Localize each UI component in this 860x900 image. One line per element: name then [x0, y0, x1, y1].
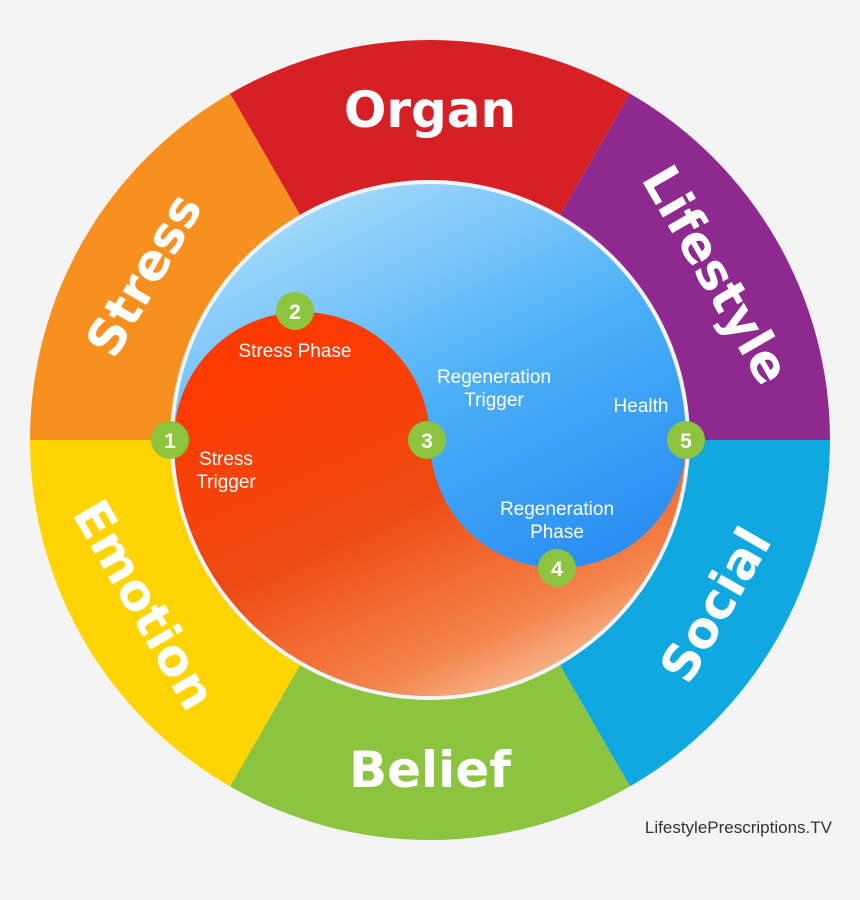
ring-segment-belief: [230, 665, 630, 840]
step-marker-3: [408, 421, 446, 459]
ring-segment-social: [560, 440, 830, 787]
phase-5: 5 Health: [614, 396, 705, 459]
ring-segment-emotion: [30, 440, 300, 787]
regeneration-trigger-label-line1: Regeneration: [437, 367, 551, 388]
step-number-1: 1: [164, 430, 176, 453]
phase-4: 4 Regeneration Phase: [500, 499, 614, 587]
step-number-2: 2: [289, 301, 301, 324]
stress-area: [174, 312, 686, 696]
ring-label-organ: Organ: [344, 81, 516, 139]
step-marker-2: [276, 292, 314, 330]
step-number-3: 3: [421, 430, 433, 453]
stress-trigger-label-line2: Trigger: [196, 472, 256, 493]
phase-2: 2 Stress Phase: [239, 292, 352, 362]
ring-segment-stress: [30, 93, 300, 440]
credit-text: LifestylePrescriptions.TV: [644, 818, 832, 837]
health-label: Health: [614, 396, 669, 417]
phase-1: 1 Stress Trigger: [151, 421, 256, 493]
regeneration-trigger-label-line2: Trigger: [464, 390, 524, 411]
phase-3: 3 Regeneration Trigger: [408, 367, 551, 459]
regeneration-phase-label-line2: Phase: [530, 522, 584, 543]
ring-segment-organ: [230, 39, 630, 215]
stress-phase-label: Stress Phase: [239, 341, 352, 362]
ring-label-belief: Belief: [349, 741, 512, 799]
phase-markers: 1 Stress Trigger 2 Stress Phase 3 Regene…: [151, 292, 705, 587]
step-number-4: 4: [551, 558, 563, 581]
step-marker-4: [538, 549, 576, 587]
regeneration-phase-label-line1: Regeneration: [500, 499, 614, 520]
stress-trigger-label-line1: Stress: [199, 449, 253, 470]
ring-segment-lifestyle: [560, 93, 830, 440]
step-number-5: 5: [680, 430, 692, 453]
step-marker-5: [667, 421, 705, 459]
step-marker-1: [151, 421, 189, 459]
